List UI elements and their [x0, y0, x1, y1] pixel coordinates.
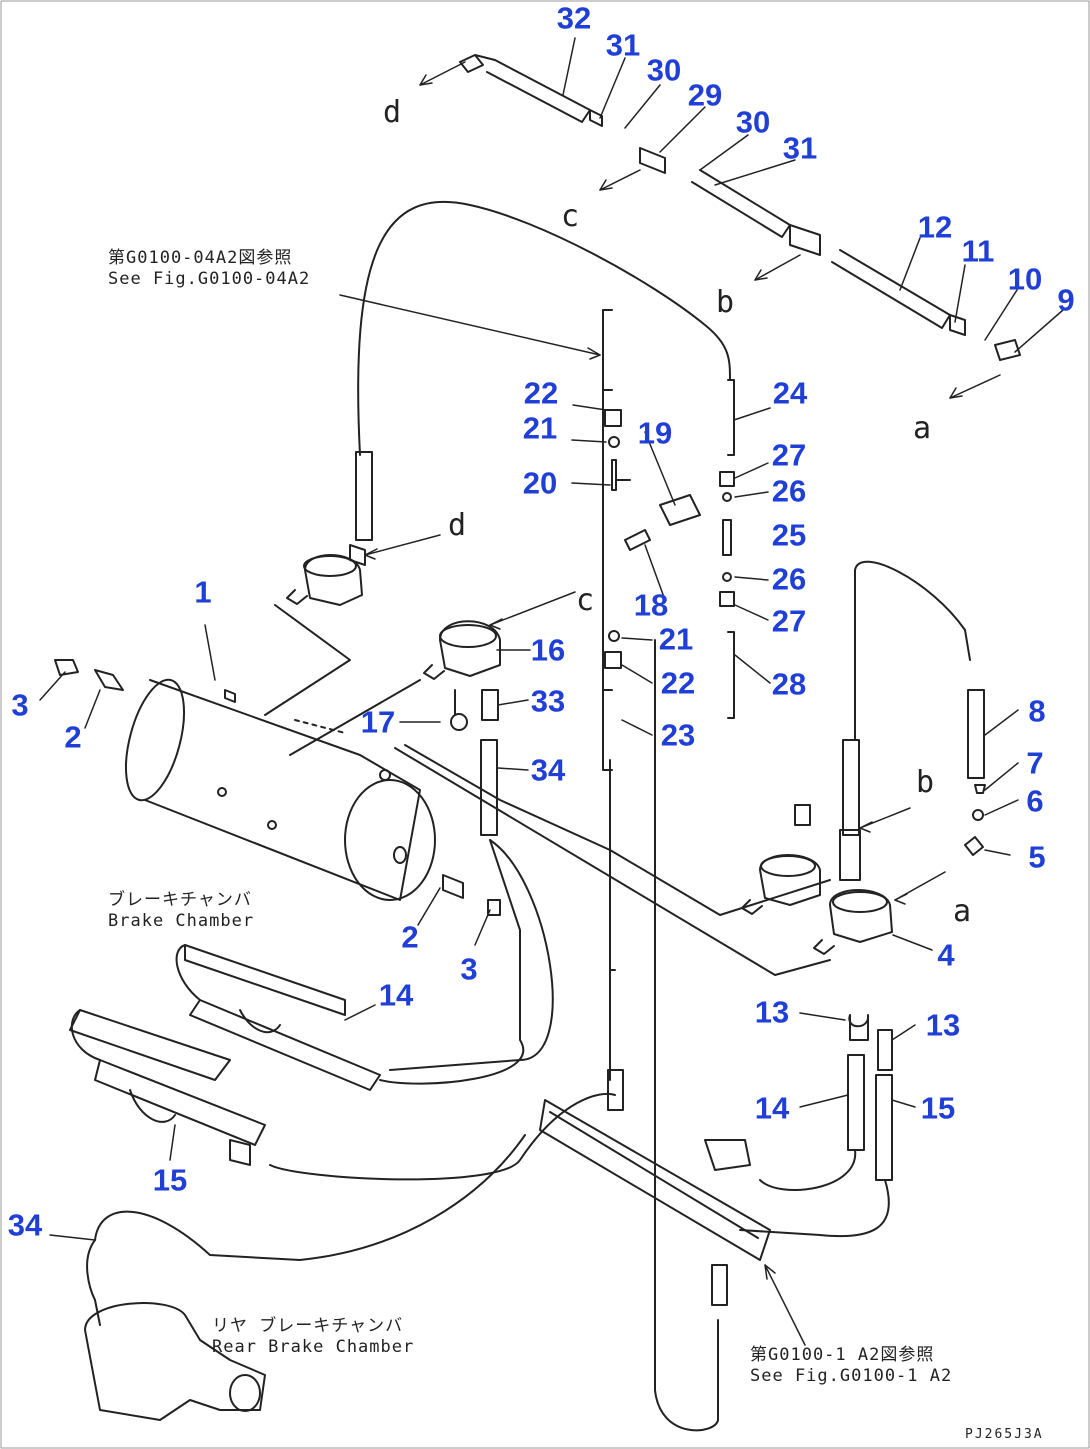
- callout-15: 15: [920, 1090, 956, 1126]
- callout-26: 26: [771, 561, 807, 597]
- callout-27: 27: [771, 603, 807, 639]
- see-fig-note-top: 第G0100-04A2図参照 See Fig.G0100-04A2: [108, 248, 311, 289]
- callout-21: 21: [522, 410, 558, 446]
- callout-11: 11: [961, 233, 995, 269]
- brake-chamber-label: ブレーキチャンバ Brake Chamber: [108, 890, 255, 931]
- callout-23: 23: [660, 717, 696, 753]
- callout-6: 6: [1026, 783, 1044, 819]
- connection-letter-d: d: [382, 95, 402, 130]
- brackets: [602, 309, 735, 1051]
- connection-letter-c: c: [560, 199, 580, 234]
- callout-33: 33: [530, 683, 566, 719]
- leader-lines: [39, 37, 1064, 1241]
- callout-15: 15: [152, 1162, 188, 1198]
- drawing-code: PJ265J3A: [965, 1427, 1044, 1442]
- callout-24: 24: [772, 375, 808, 411]
- callout-25: 25: [771, 517, 807, 553]
- callout-20: 20: [522, 465, 558, 501]
- callout-19: 19: [637, 415, 673, 451]
- callout-13: 13: [925, 1007, 961, 1043]
- see-fig-note-bottom: 第G0100-1 A2図参照 See Fig.G0100-1 A2: [750, 1345, 953, 1386]
- callout-17: 17: [360, 704, 396, 740]
- callout-1: 1: [194, 574, 212, 610]
- callout-34: 34: [530, 752, 566, 788]
- connection-letter-b: b: [715, 285, 735, 320]
- connection-letter-a: a: [952, 894, 972, 929]
- axle-bracket: [539, 1099, 771, 1261]
- callout-2: 2: [64, 719, 82, 755]
- connection-letter-a: a: [912, 411, 932, 446]
- callout-30: 30: [646, 52, 682, 88]
- brake-chambers: [69, 944, 381, 1166]
- callout-32: 32: [556, 0, 592, 36]
- callout-21: 21: [658, 621, 694, 657]
- callout-8: 8: [1028, 693, 1046, 729]
- callout-18: 18: [633, 587, 669, 623]
- rear-brake-chamber-label: リヤ ブレーキチャンバ Rear Brake Chamber: [212, 1316, 415, 1357]
- callout-9: 9: [1057, 282, 1075, 318]
- callout-22: 22: [660, 665, 696, 701]
- connection-letter-d: d: [447, 508, 467, 543]
- callout-7: 7: [1026, 745, 1044, 781]
- callout-29: 29: [687, 77, 723, 113]
- callout-2: 2: [401, 919, 419, 955]
- callout-3: 3: [11, 687, 29, 723]
- connection-arrows: [339, 61, 1001, 1346]
- connection-letter-c: c: [575, 583, 595, 618]
- connection-letter-b: b: [915, 765, 935, 800]
- callout-14: 14: [378, 977, 414, 1013]
- callout-22: 22: [523, 375, 559, 411]
- air-tank: [125, 678, 436, 901]
- callout-31: 31: [605, 27, 641, 63]
- fittings: [54, 409, 986, 1306]
- callout-31: 31: [782, 130, 818, 166]
- callout-4: 4: [937, 937, 955, 973]
- rear-brake-chamber: [84, 1302, 266, 1421]
- relay-valves: [286, 544, 893, 955]
- callout-5: 5: [1028, 839, 1046, 875]
- dashed-pipe: [294, 719, 346, 734]
- callout-13: 13: [754, 994, 790, 1030]
- callout-12: 12: [917, 209, 953, 245]
- callout-34: 34: [7, 1207, 43, 1243]
- callout-27: 27: [771, 437, 807, 473]
- callout-30: 30: [735, 104, 771, 140]
- callout-10: 10: [1007, 261, 1043, 297]
- callout-14: 14: [754, 1090, 790, 1126]
- callout-3: 3: [460, 951, 478, 987]
- top-pipe-assembly: [459, 54, 1021, 361]
- callout-26: 26: [771, 473, 807, 509]
- callout-28: 28: [771, 666, 807, 702]
- callout-16: 16: [530, 632, 566, 668]
